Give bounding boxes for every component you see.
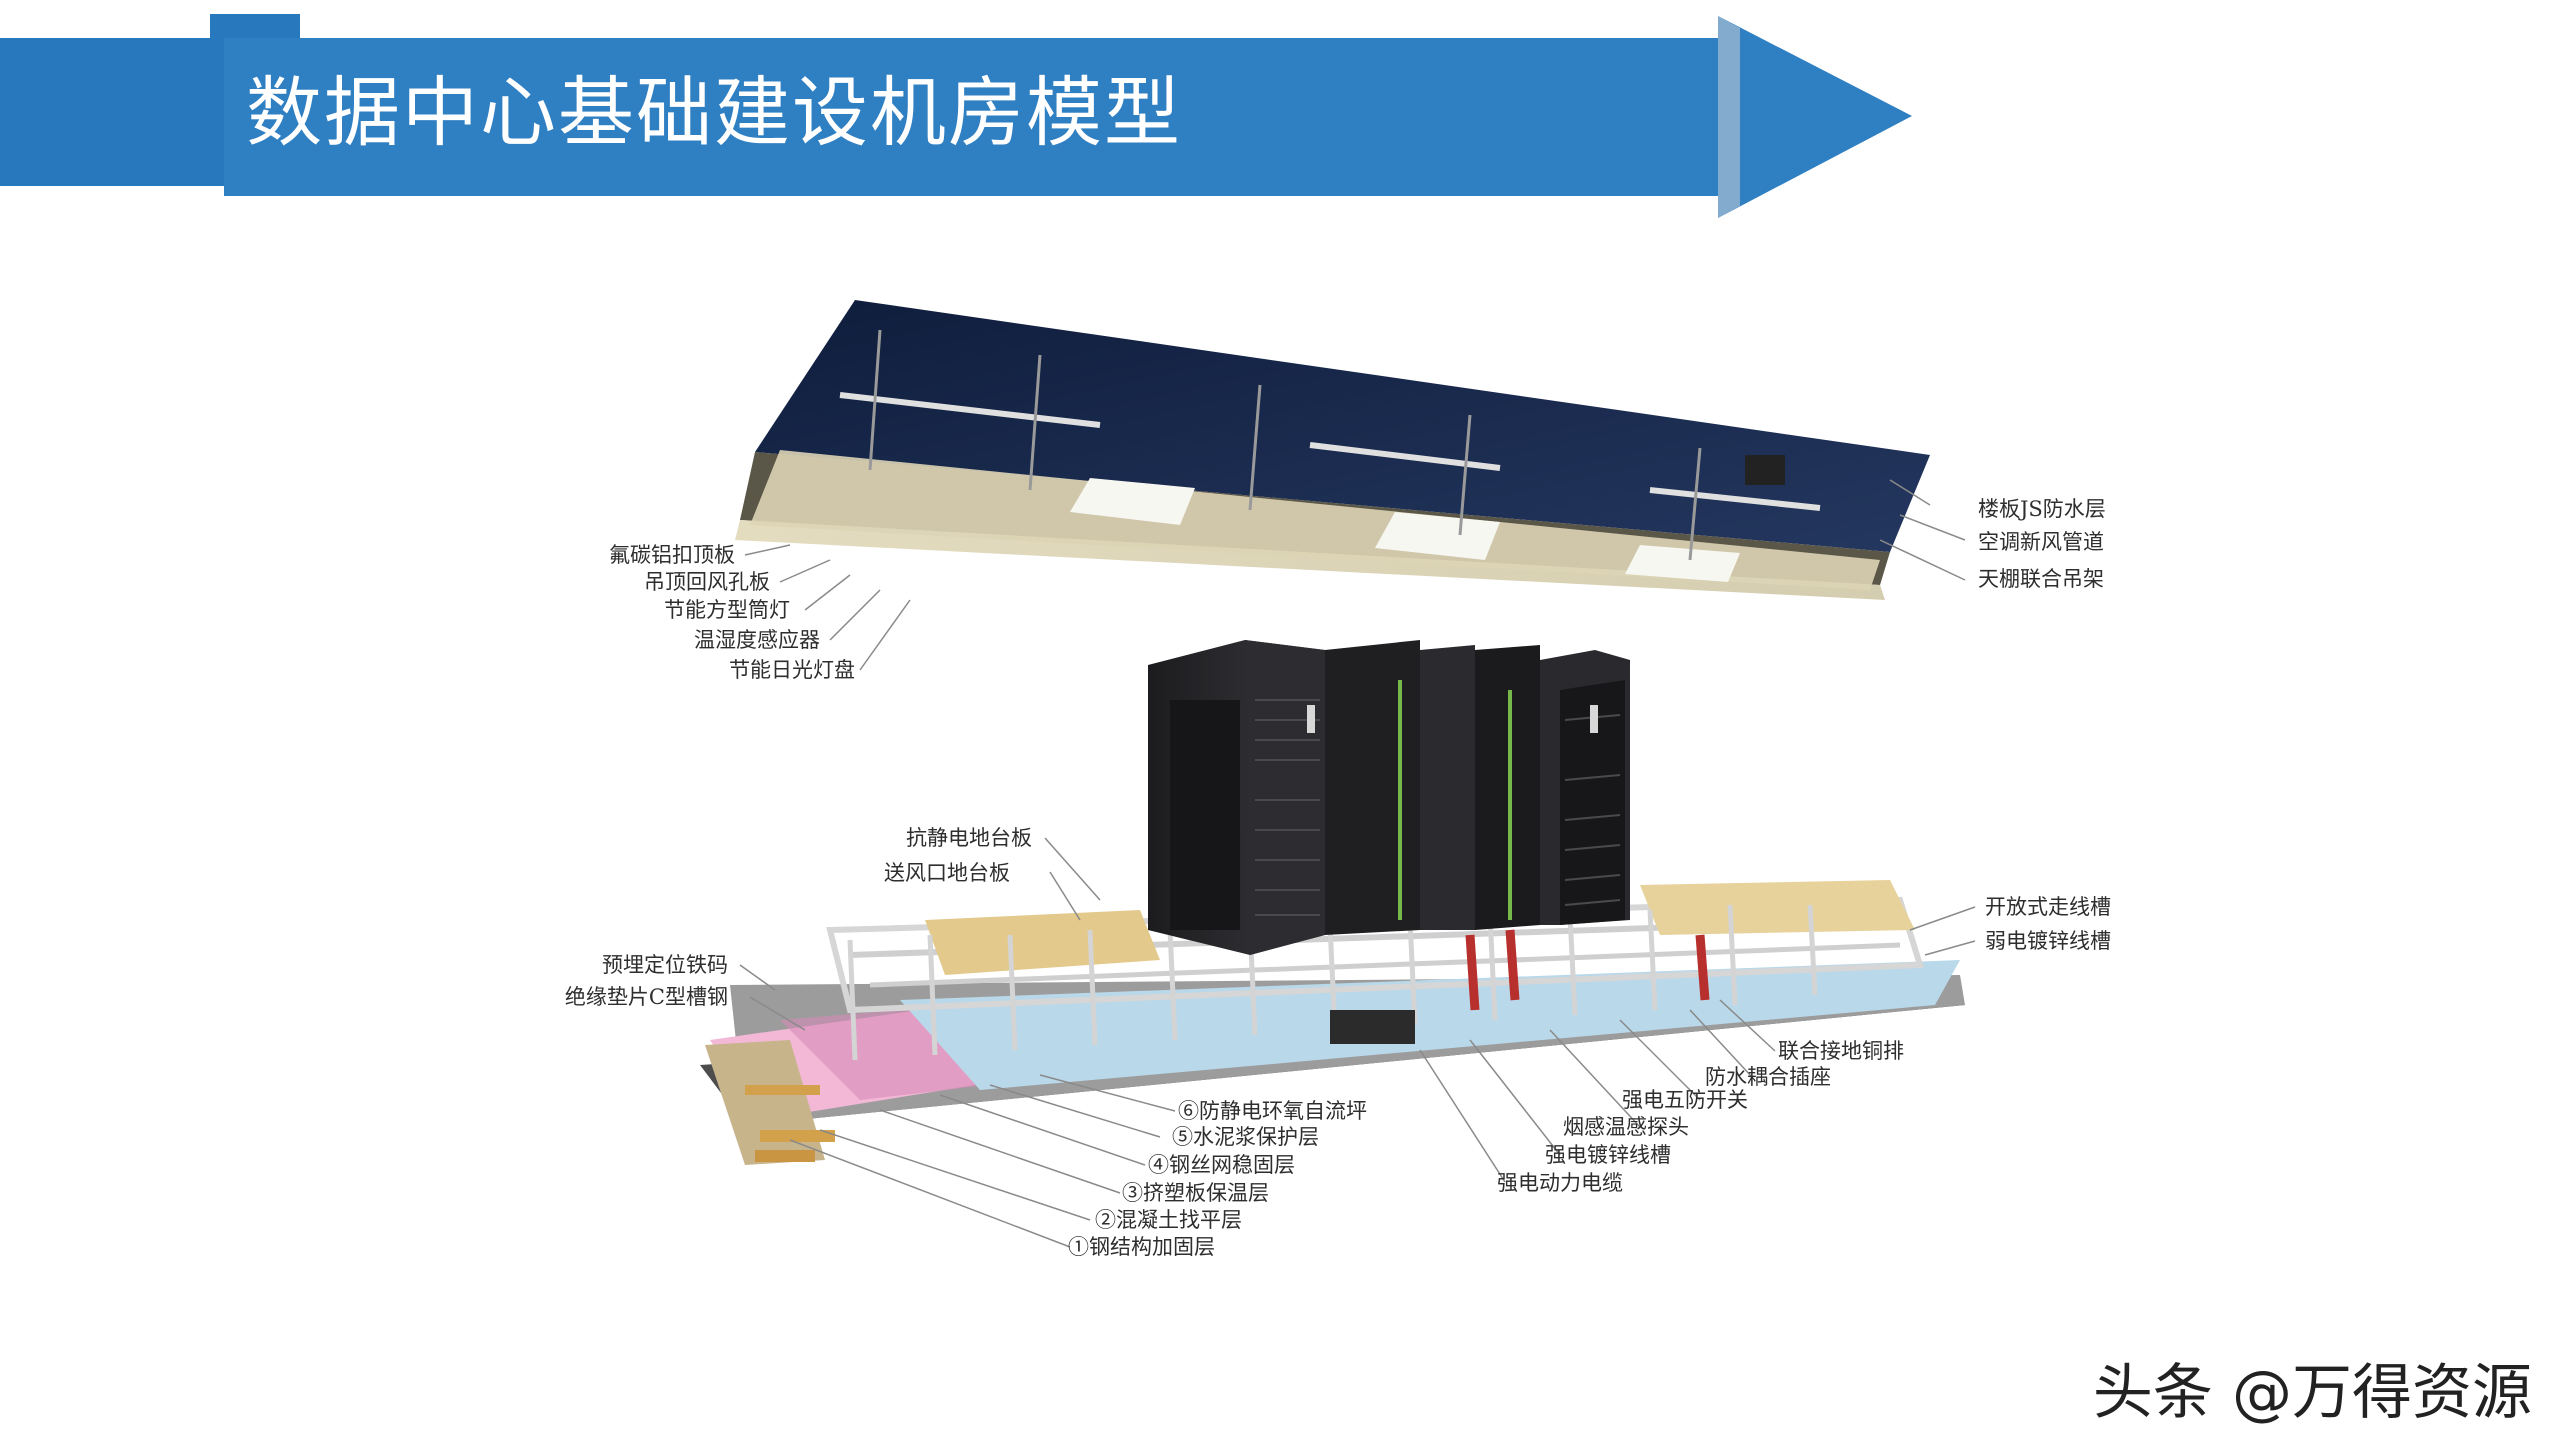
floor-assembly xyxy=(700,880,1965,1165)
label-fresh-air-duct: 空调新风管道 xyxy=(1978,530,2104,554)
label-floor-waterproof-layer: 楼板JS防水层 xyxy=(1978,497,2106,521)
label-strong-current-tray: 强电镀锌线槽 xyxy=(1545,1143,1671,1167)
label-layer-6: ⑥防静电环氧自流坪 xyxy=(1178,1099,1367,1123)
title-banner xyxy=(0,14,1912,218)
leader-lines xyxy=(739,479,1976,1248)
label-weak-current-tray: 弱电镀锌线槽 xyxy=(1985,929,2111,953)
label-layer-2: ②混凝土找平层 xyxy=(1095,1208,1242,1232)
label-layer-1: ①钢结构加固层 xyxy=(1068,1235,1215,1259)
label-return-air-panel: 吊顶回风孔板 xyxy=(644,570,770,594)
watermark: 头条 @万得资源 xyxy=(2092,1358,2532,1428)
slide-title: 数据中心基础建设机房模型 xyxy=(246,68,1182,157)
label-open-cable-tray: 开放式走线槽 xyxy=(1985,895,2111,919)
server-cabinets xyxy=(1148,640,1630,955)
label-humidity-sensor: 温湿度感应器 xyxy=(694,628,820,652)
label-layer-4: ④钢丝网稳固层 xyxy=(1148,1153,1295,1177)
label-insulated-c-channel: 绝缘垫片C型槽钢 xyxy=(564,985,728,1009)
label-waterproof-socket: 防水耦合插座 xyxy=(1705,1065,1831,1089)
ceiling-assembly xyxy=(735,300,1930,600)
label-layer-3: ③挤塑板保温层 xyxy=(1122,1181,1269,1205)
label-fluorescent-panel: 节能日光灯盘 xyxy=(729,658,855,682)
label-grounding-copper-bar: 联合接地铜排 xyxy=(1778,1039,1904,1063)
label-layer-5: ⑤水泥浆保护层 xyxy=(1172,1125,1319,1149)
label-power-cable: 强电动力电缆 xyxy=(1497,1171,1623,1195)
label-ceiling-hanger: 天棚联合吊架 xyxy=(1978,567,2104,591)
label-embedded-iron-anchor: 预埋定位铁码 xyxy=(602,953,728,977)
label-antistatic-floor: 抗静电地台板 xyxy=(906,826,1032,850)
label-downlight: 节能方型筒灯 xyxy=(664,598,790,622)
label-air-supply-floor: 送风口地台板 xyxy=(884,861,1010,885)
label-strong-current-switch: 强电五防开关 xyxy=(1622,1088,1748,1112)
label-fluorocarbon-aluminum-ceiling: 氟碳铝扣顶板 xyxy=(609,543,735,567)
label-smoke-heat-detector: 烟感温感探头 xyxy=(1563,1115,1689,1139)
